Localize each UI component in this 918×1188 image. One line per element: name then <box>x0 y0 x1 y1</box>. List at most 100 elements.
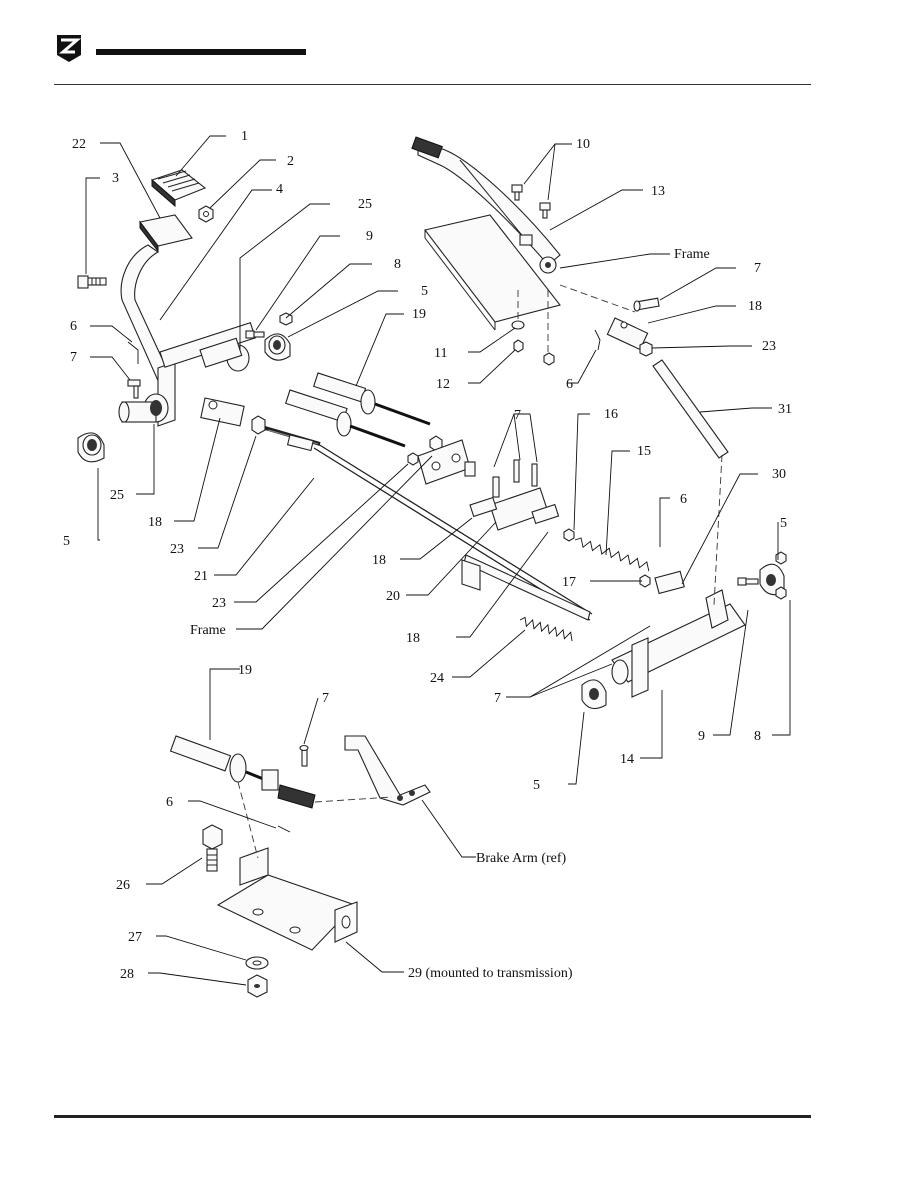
callout-brake-arm: Brake Arm (ref) <box>476 851 567 866</box>
callout-20: 20 <box>386 589 400 604</box>
cable-assembly-19-b <box>284 389 443 452</box>
long-lever-bar <box>461 554 591 621</box>
callout-23-mid: 23 <box>212 596 226 611</box>
callout-frame-top: Frame <box>674 247 710 262</box>
leader-lines <box>85 135 791 986</box>
bracket-29 <box>216 781 358 951</box>
pedal-pad <box>150 169 207 208</box>
callout-31: 31 <box>778 402 792 417</box>
callout-28: 28 <box>120 967 134 982</box>
callout-18-low: 18 <box>406 631 420 646</box>
flange-bearing-5-top <box>264 333 291 361</box>
jam-nut-23-left <box>251 415 266 435</box>
callout-12: 12 <box>436 377 450 392</box>
clevis-pin-7-top <box>633 297 660 312</box>
header-rule <box>54 84 811 85</box>
cross-shaft-14 <box>611 589 746 698</box>
screw-9-right <box>737 577 759 586</box>
callout-7-low: 7 <box>494 691 501 706</box>
callout-17: 17 <box>562 575 576 590</box>
callout-3: 3 <box>112 171 119 186</box>
callout-1: 1 <box>241 129 248 144</box>
callout-26: 26 <box>116 878 130 893</box>
screw-9-top <box>245 330 265 339</box>
jam-nut-23-top <box>639 341 653 357</box>
return-spring-24 <box>519 616 573 642</box>
callout-6-top: 6 <box>566 377 573 392</box>
callout-8: 8 <box>394 257 401 272</box>
cotter-pin-6-top <box>594 329 601 351</box>
callout-5: 5 <box>421 284 428 299</box>
callout-9: 9 <box>366 229 373 244</box>
header-bar <box>96 49 306 55</box>
pedal-arm <box>120 214 256 427</box>
nut-23-mid <box>407 452 419 466</box>
cotter-pin-6-left <box>127 341 139 364</box>
cotter-pin-6-lower <box>277 825 291 833</box>
callout-27: 27 <box>128 930 142 945</box>
cable-assembly-19-lower <box>169 735 277 786</box>
callout-7: 7 <box>70 350 77 365</box>
callout-19: 19 <box>412 307 426 322</box>
callout-5-left: 5 <box>63 534 70 549</box>
callout-10: 10 <box>576 137 590 152</box>
brake-arm-ref <box>314 735 431 806</box>
washer-11-nut-12 <box>511 290 555 366</box>
flange-bearing-5-right <box>759 551 787 596</box>
callout-18-top: 18 <box>748 299 762 314</box>
callout-25-left: 25 <box>110 488 124 503</box>
callout-11: 11 <box>434 346 447 361</box>
nut-28 <box>247 974 268 998</box>
callout-9-right: 9 <box>698 729 705 744</box>
frame-plate-top <box>424 214 561 331</box>
spring-15 <box>563 528 650 572</box>
callout-5-right: 5 <box>780 516 787 531</box>
lever-pivot <box>519 234 557 274</box>
callout-labels: 1 2 3 22 4 25 9 8 5 19 6 7 10 13 Frame 7… <box>63 129 792 982</box>
callout-23-top: 23 <box>762 339 776 354</box>
callout-22: 22 <box>72 137 86 152</box>
bushing-25-left <box>118 393 169 423</box>
callout-2: 2 <box>287 154 294 169</box>
callout-15: 15 <box>637 444 651 459</box>
clevis-18-top <box>606 317 649 351</box>
callout-16: 16 <box>604 407 618 422</box>
cable-assembly-19-a <box>312 372 431 426</box>
callout-4: 4 <box>276 182 283 197</box>
bolt-3 <box>77 275 107 289</box>
washer-27 <box>245 956 269 970</box>
brand-logo-icon <box>54 33 84 63</box>
callout-18-left: 18 <box>148 515 162 530</box>
callout-23-left: 23 <box>170 542 184 557</box>
callout-19-lower: 19 <box>238 663 252 678</box>
bolt-26 <box>202 824 223 872</box>
callout-21: 21 <box>194 569 208 584</box>
bushing-25-right <box>199 337 250 372</box>
callout-5-low: 5 <box>533 778 540 793</box>
callout-24: 24 <box>430 671 444 686</box>
nut-8-right <box>775 586 787 600</box>
callout-25: 25 <box>358 197 372 212</box>
callout-13: 13 <box>651 184 665 199</box>
clevis-pin-7-lower <box>299 744 309 767</box>
flange-bearing-5-bottom <box>581 679 607 710</box>
callout-30: 30 <box>772 467 786 482</box>
callout-7-lower: 7 <box>322 691 329 706</box>
callout-7-mid: 7 <box>514 408 521 423</box>
clevis-30 <box>654 570 685 595</box>
clevis-lower <box>261 769 316 809</box>
callout-29: 29 (mounted to transmission) <box>408 966 573 981</box>
callout-14: 14 <box>620 752 634 767</box>
callout-18-mid: 18 <box>372 553 386 568</box>
rod-31 <box>559 284 729 606</box>
callout-6-right: 6 <box>680 492 687 507</box>
nut-2 <box>198 205 214 223</box>
footer-rule <box>54 1115 811 1118</box>
nut-17 <box>639 574 651 588</box>
bolts-10 <box>511 184 551 219</box>
callout-6-lower: 6 <box>166 795 173 810</box>
clevis-pin-7-left <box>127 379 141 399</box>
callout-7-top: 7 <box>754 261 761 276</box>
equalizer-bar-20 <box>464 459 560 531</box>
